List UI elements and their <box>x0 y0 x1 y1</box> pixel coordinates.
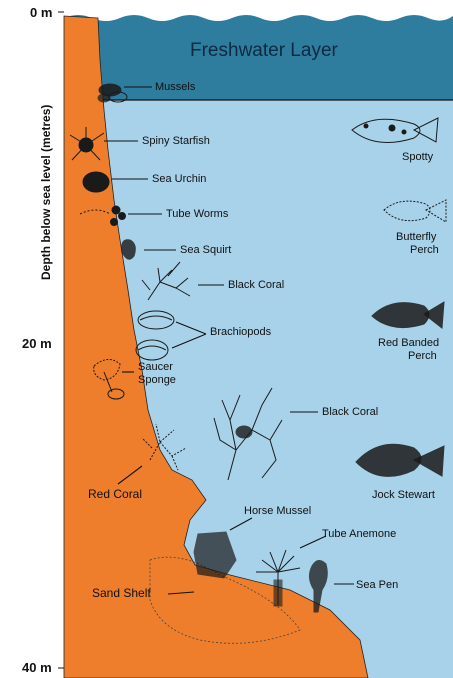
label-saucer-sponge: Saucer Sponge <box>138 361 176 386</box>
red-banded-perch-line-2: Perch <box>408 350 437 362</box>
butterfly-perch-word-2: Perch <box>410 244 439 256</box>
label-tube-worms: Tube Worms <box>166 208 229 220</box>
label-horse-mussel: Horse Mussel <box>244 505 311 517</box>
saucer-sponge-word-2: Sponge <box>138 374 176 386</box>
depth-axis-label: Depth below sea level (metres) <box>39 105 53 280</box>
depth-tick-20: 20 m <box>22 336 52 351</box>
label-sea-squirt: Sea Squirt <box>180 244 231 256</box>
saucer-sponge-word-1: Saucer <box>138 361 173 373</box>
label-jock-stewart: Jock Stewart <box>372 489 435 501</box>
label-sea-pen: Sea Pen <box>356 579 398 591</box>
label-sea-urchin: Sea Urchin <box>152 173 206 185</box>
freshwater-layer-label: Freshwater Layer <box>190 40 339 61</box>
label-sand-shelf: Sand Shelf <box>92 586 151 600</box>
label-red-coral: Red Coral <box>88 487 142 501</box>
sea-urchin-sketch <box>83 172 109 192</box>
label-black-coral-upper: Black Coral <box>228 279 284 291</box>
red-banded-perch-line-1: Red Banded <box>378 337 439 349</box>
butterfly-perch-word-1: Butterfly <box>396 231 437 243</box>
label-spotty: Spotty <box>402 151 434 163</box>
depth-tick-40: 40 m <box>22 660 52 675</box>
label-mussels: Mussels <box>155 81 196 93</box>
label-black-coral-lower: Black Coral <box>322 406 378 418</box>
label-brachiopods: Brachiopods <box>210 326 272 338</box>
label-spiny-starfish: Spiny Starfish <box>142 135 210 147</box>
depth-tick-0: 0 m <box>30 5 52 20</box>
label-tube-anemone: Tube Anemone <box>322 528 396 540</box>
